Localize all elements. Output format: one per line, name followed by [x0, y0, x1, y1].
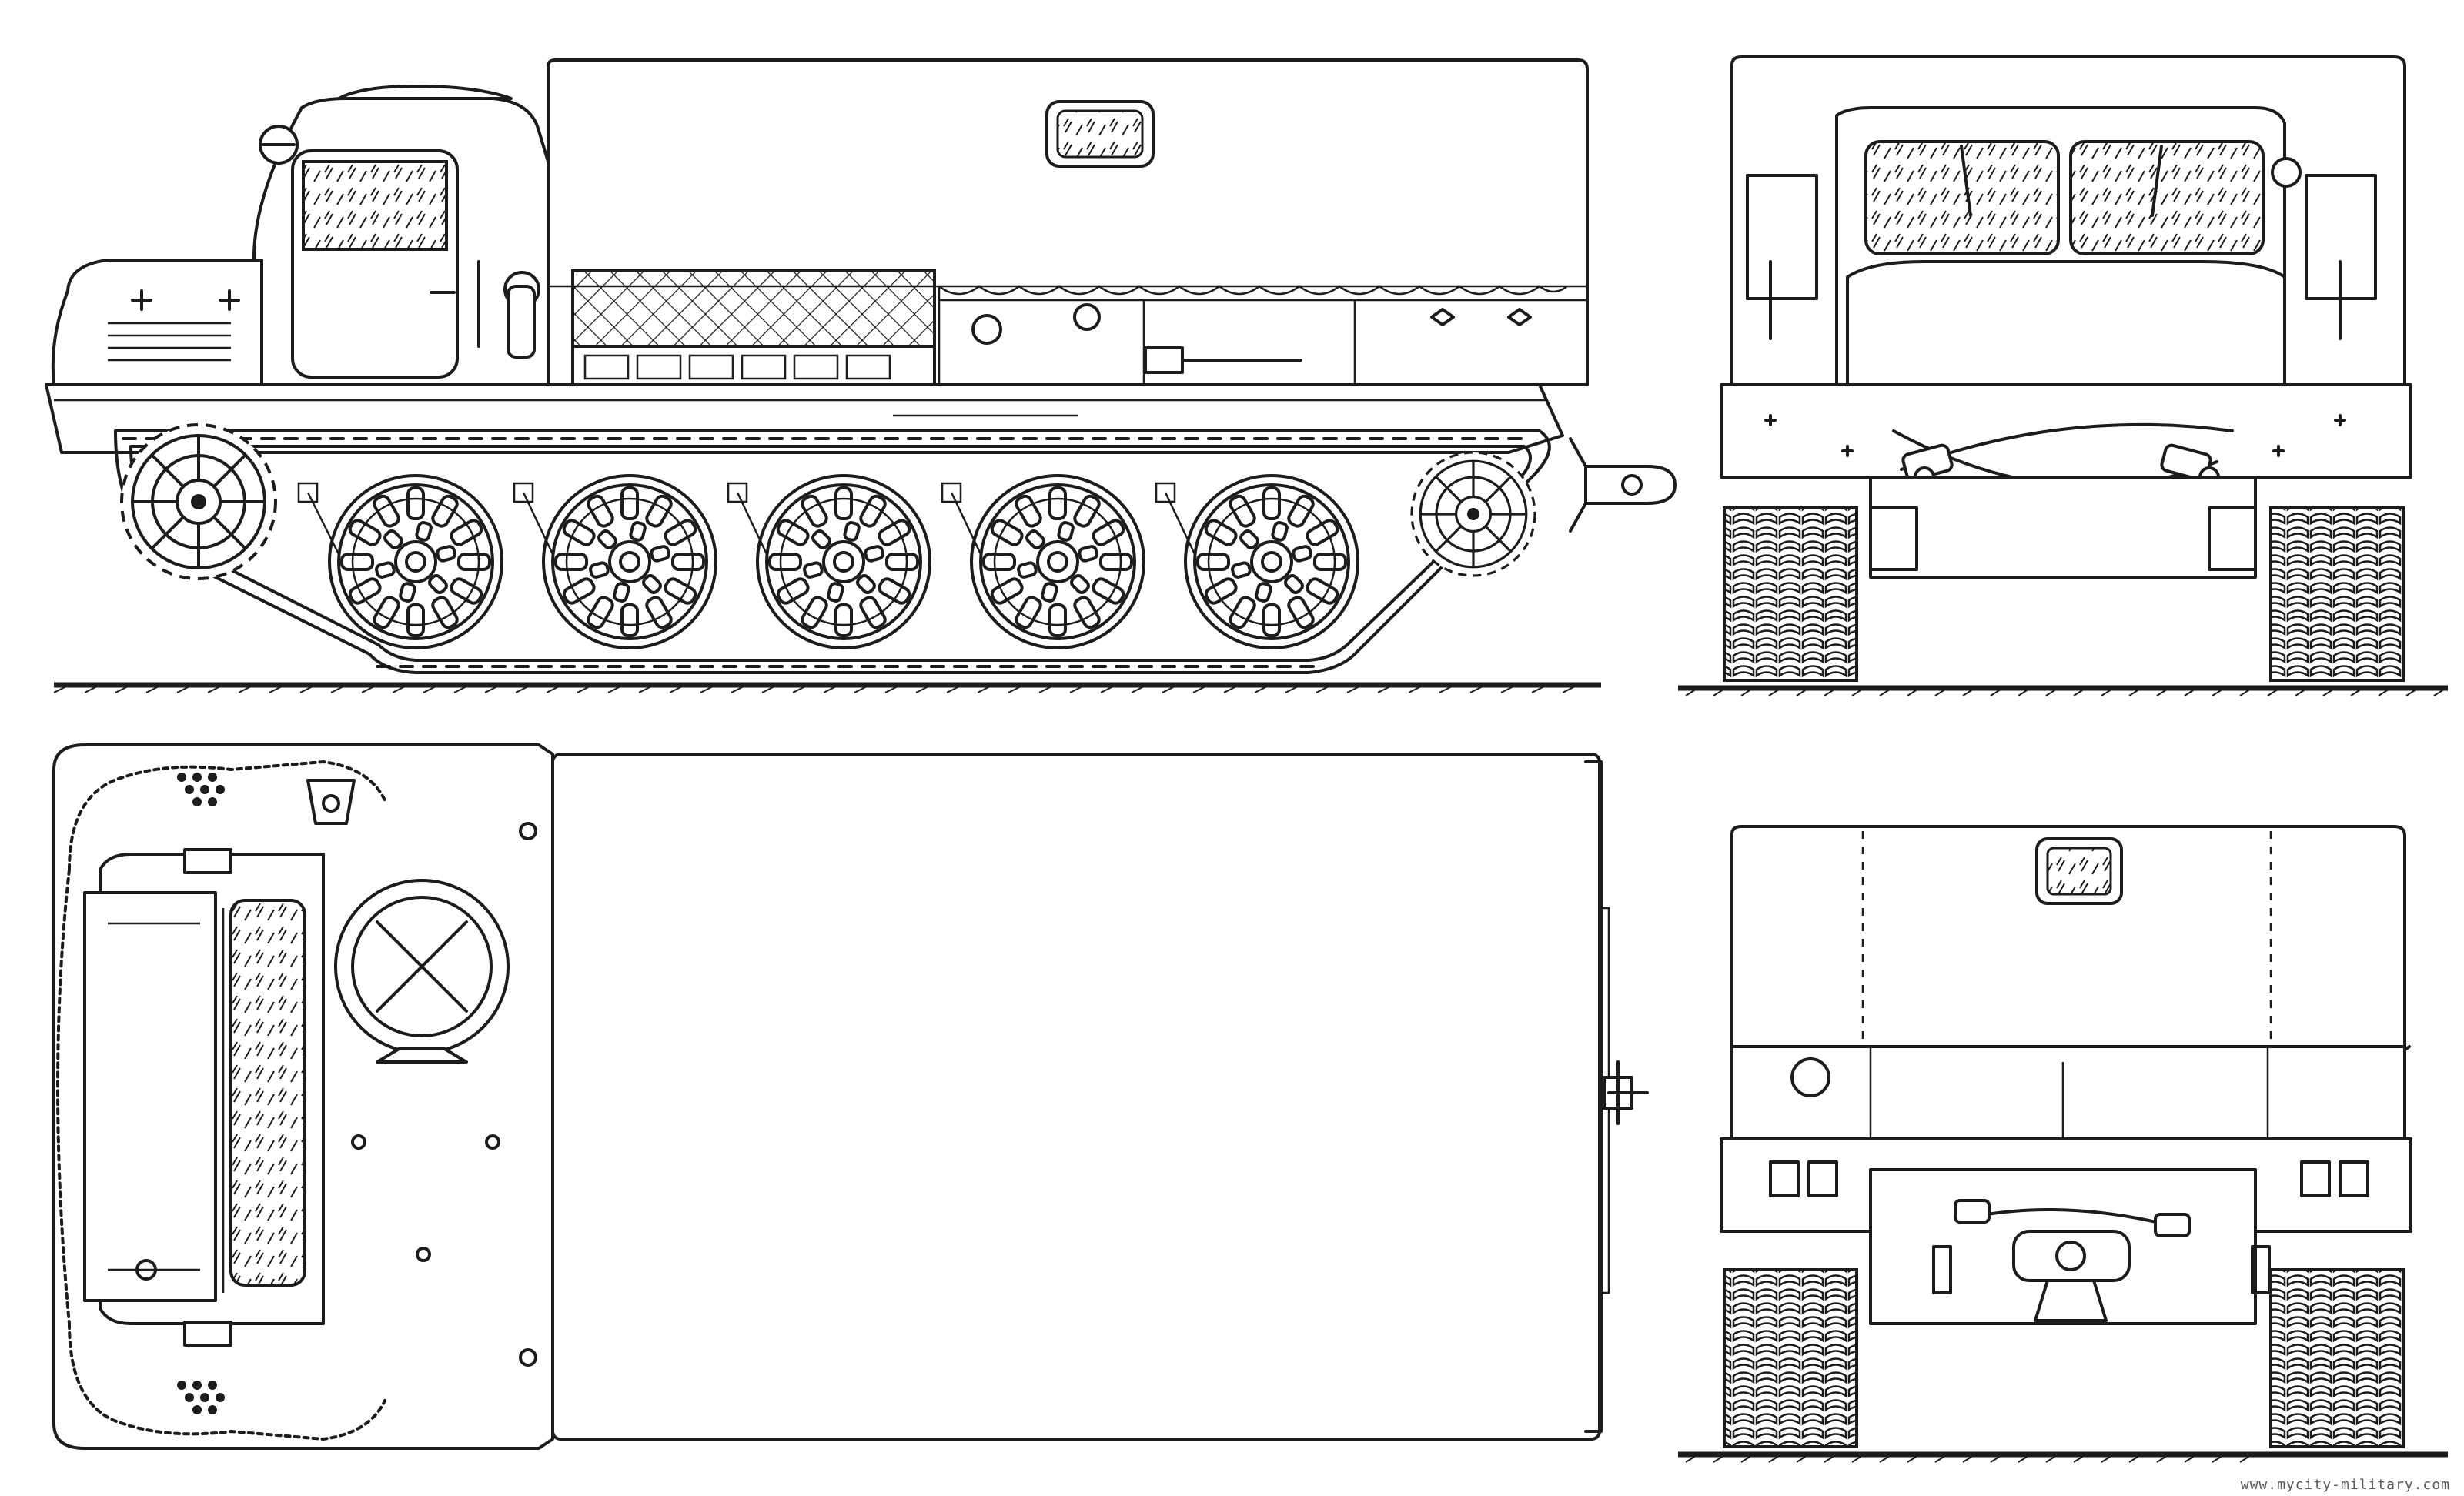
side-net-bin: [571, 269, 936, 388]
top-rear-hook: [1603, 1060, 1649, 1125]
top-hook-left: [183, 848, 232, 1347]
cab: [252, 85, 550, 386]
front-track-right: [2269, 506, 2405, 682]
rear-track-left: [1723, 1268, 1858, 1448]
top-view: [52, 743, 1649, 1450]
top-cargo-bed: [551, 753, 1601, 1441]
wheel-icon: [756, 474, 931, 649]
hull: [45, 383, 1564, 454]
wheel-icon: [1184, 474, 1359, 649]
grille-dots-top: [177, 773, 225, 806]
side-fittings: [971, 303, 1532, 374]
watermark-text: www.mycity-military.com: [2240, 1477, 2450, 1493]
engine-hood: [51, 259, 263, 386]
rear-light: [1790, 1057, 1830, 1097]
sprocket-icon: [120, 423, 277, 580]
headlight-icon: [259, 125, 299, 165]
wheel-icon: [328, 474, 503, 649]
wheel-icon: [542, 474, 717, 649]
front-bumper: [1720, 383, 2412, 479]
wheel-icon: [970, 474, 1145, 649]
rear-track-right: [2269, 1268, 2405, 1448]
idler-icon: [1410, 451, 1536, 577]
grille-dots-bottom: [177, 1381, 225, 1414]
rear-view: [1678, 825, 2448, 1463]
top-hook-top: [306, 779, 356, 825]
hatch-icon: [334, 879, 510, 1064]
side-view: [45, 58, 1677, 693]
tow-hook-icon: [1954, 1199, 2191, 1322]
front-track-left: [1723, 506, 1858, 682]
front-view: [1678, 55, 2448, 696]
suspension: [297, 482, 1196, 555]
tow-hook-icon: [1569, 437, 1677, 533]
